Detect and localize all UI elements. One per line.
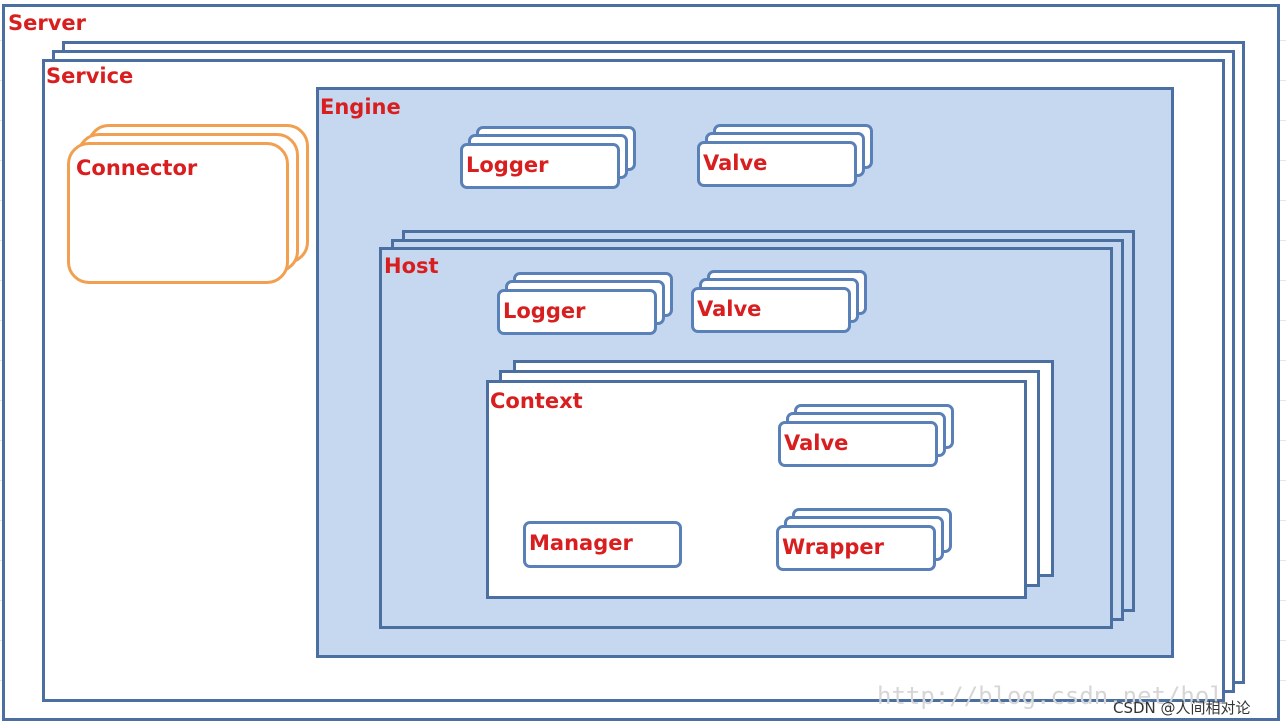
context-valve-box: Valve — [778, 421, 938, 467]
connector-label: Connector — [76, 156, 198, 180]
manager-label: Manager — [529, 531, 633, 555]
engine-valve-label: Valve — [703, 151, 768, 175]
context-label: Context — [490, 389, 583, 413]
manager-box: Manager — [523, 521, 682, 568]
host-label: Host — [384, 254, 439, 278]
engine-label: Engine — [320, 95, 401, 119]
server-label: Server — [8, 11, 87, 35]
wrapper-box: Wrapper — [776, 525, 936, 571]
host-valve-label: Valve — [697, 297, 762, 321]
engine-logger-box: Logger — [460, 143, 620, 189]
host-logger-label: Logger — [503, 299, 586, 323]
engine-logger-label: Logger — [466, 153, 549, 177]
watermark-credit: CSDN @人间相对论 — [1113, 699, 1251, 717]
service-label: Service — [46, 64, 134, 88]
host-valve-box: Valve — [691, 287, 851, 333]
engine-valve-box: Valve — [697, 141, 857, 187]
watermark-url: http://blog.csdn.net/hol — [877, 682, 1224, 710]
connector-box — [67, 142, 289, 284]
wrapper-label: Wrapper — [782, 535, 884, 559]
host-logger-box: Logger — [497, 289, 657, 335]
context-valve-label: Valve — [784, 431, 849, 455]
